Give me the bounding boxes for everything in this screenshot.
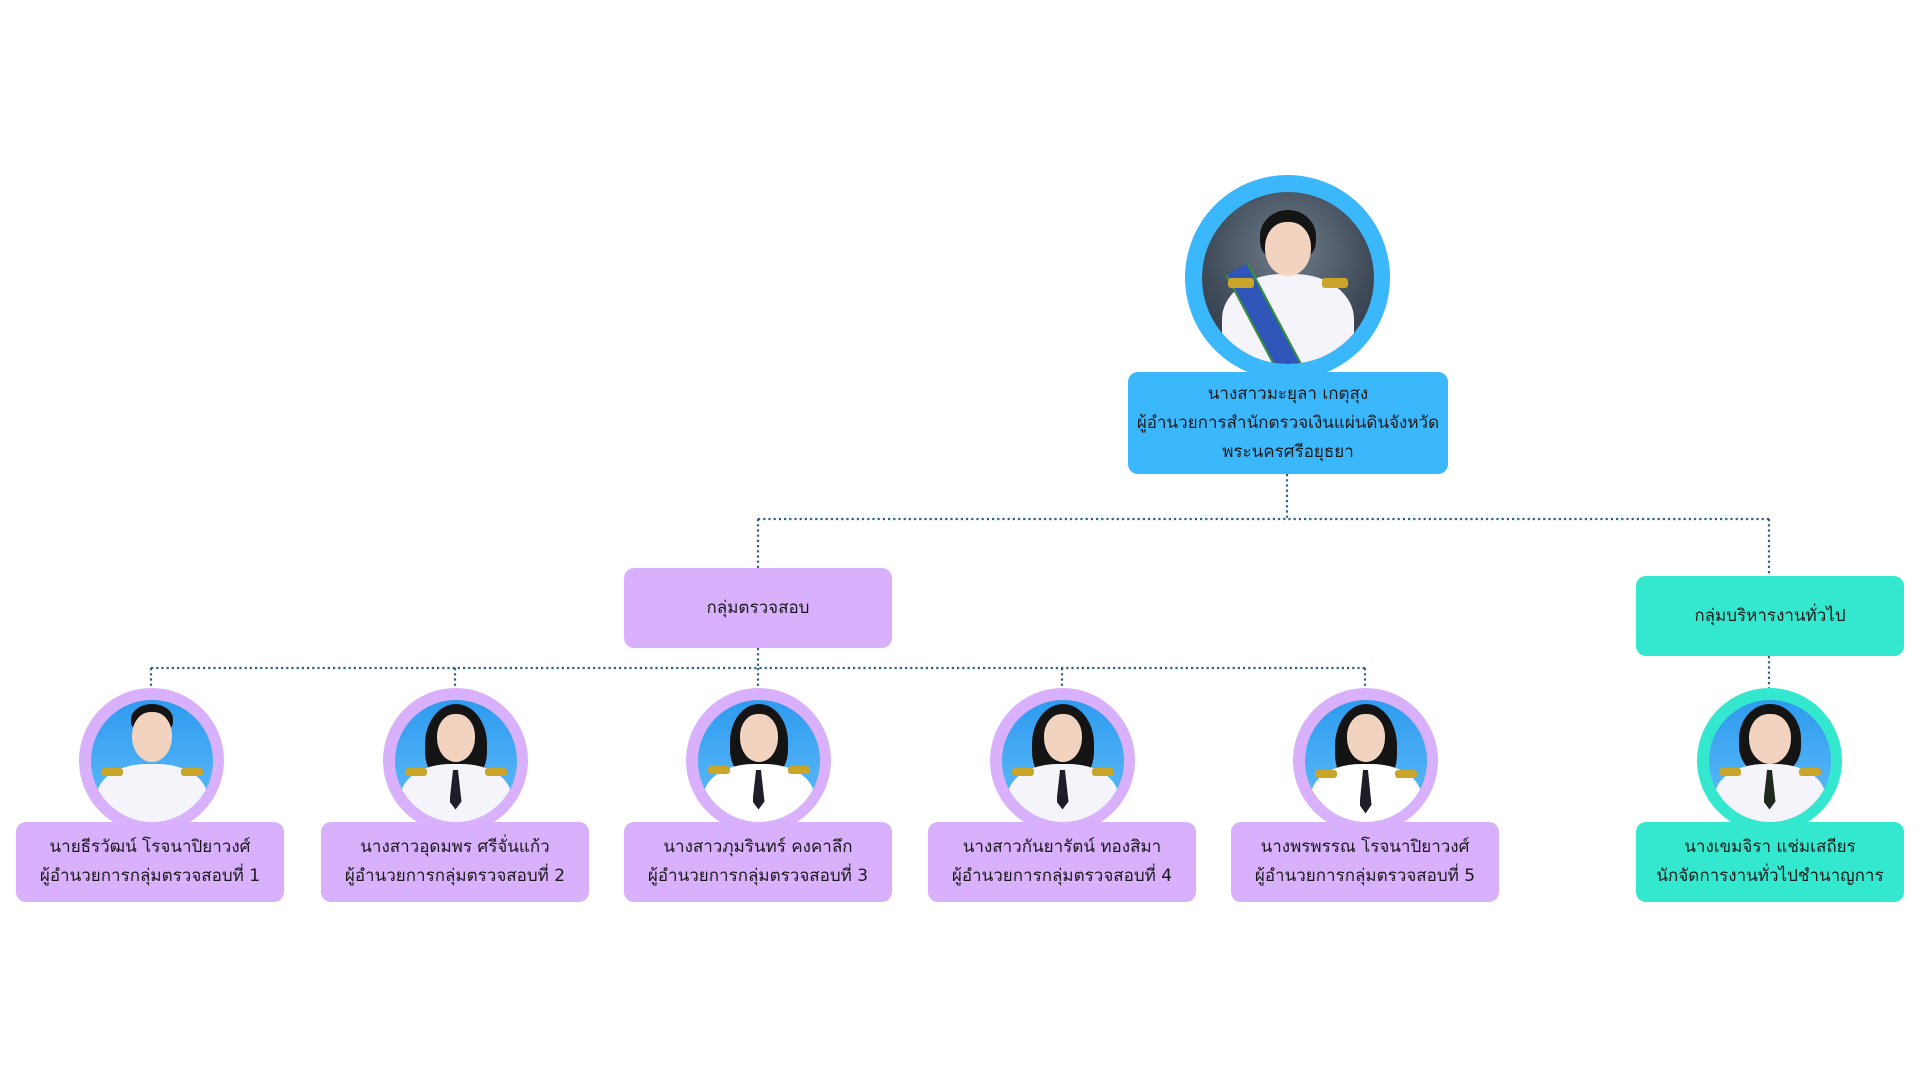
member-1-photo [90, 699, 213, 822]
member-1-name: นายธีรวัฒน์ โรจนาปิยาวงศ์ [49, 837, 251, 857]
admin-member-photo [1708, 699, 1831, 822]
member-2-avatar [383, 688, 528, 833]
member-1-box: นายธีรวัฒน์ โรจนาปิยาวงศ์ ผู้อำนวยการกลุ… [16, 822, 284, 902]
member-4-title: ผู้อำนวยการกลุ่มตรวจสอบที่ 4 [951, 866, 1173, 886]
member-4-name: นางสาวกันยารัตน์ ทองสิมา [962, 837, 1162, 857]
member-2-title: ผู้อำนวยการกลุ่มตรวจสอบที่ 2 [344, 866, 566, 886]
member-4-photo [1001, 699, 1124, 822]
member-4-box: นางสาวกันยารัตน์ ทองสิมา ผู้อำนวยการกลุ่… [928, 822, 1196, 902]
group-label-audit: กลุ่มตรวจสอบ [706, 597, 810, 618]
director-avatar [1185, 175, 1390, 380]
member-1-title: ผู้อำนวยการกลุ่มตรวจสอบที่ 1 [39, 866, 261, 886]
admin-member-name: นางเขมจิรา แช่มเสถียร [1684, 837, 1856, 857]
member-5-name: นางพรพรรณ โรจนาปิยาวงศ์ [1260, 837, 1470, 857]
member-5-avatar [1293, 688, 1438, 833]
member-2-box: นางสาวอุดมพร ศรีจั่นแก้ว ผู้อำนวยการกลุ่… [321, 822, 589, 902]
member-3-title: ผู้อำนวยการกลุ่มตรวจสอบที่ 3 [647, 866, 869, 886]
member-3-avatar [686, 688, 831, 833]
member-2-name: นางสาวอุดมพร ศรีจั่นแก้ว [360, 837, 550, 857]
member-5-box: นางพรพรรณ โรจนาปิยาวงศ์ ผู้อำนวยการกลุ่ม… [1231, 822, 1499, 902]
director-photo [1201, 191, 1374, 364]
admin-member-avatar [1697, 688, 1842, 833]
admin-member-box: นางเขมจิรา แช่มเสถียร นักจัดการงานทั่วไป… [1636, 822, 1904, 902]
group-box-audit: กลุ่มตรวจสอบ [624, 568, 892, 648]
member-4-avatar [990, 688, 1135, 833]
member-5-title: ผู้อำนวยการกลุ่มตรวจสอบที่ 5 [1254, 866, 1476, 886]
director-name: นางสาวมะยุลา เกตุสุง [1207, 383, 1369, 404]
member-5-photo [1304, 699, 1427, 822]
director-title-line1: ผู้อำนวยการสำนักตรวจเงินแผ่นดินจังหวัด [1136, 412, 1440, 433]
group-box-admin: กลุ่มบริหารงานทั่วไป [1636, 576, 1904, 656]
group-label-admin: กลุ่มบริหารงานทั่วไป [1694, 605, 1846, 626]
member-3-box: นางสาวภุมรินทร์ คงคาลึก ผู้อำนวยการกลุ่ม… [624, 822, 892, 902]
member-3-photo [697, 699, 820, 822]
director-title-line2: พระนครศรีอยุธยา [1222, 441, 1354, 462]
director-box: นางสาวมะยุลา เกตุสุง ผู้อำนวยการสำนักตรว… [1128, 372, 1448, 474]
admin-member-title: นักจัดการงานทั่วไปชำนาญการ [1656, 866, 1884, 886]
member-1-avatar [79, 688, 224, 833]
member-3-name: นางสาวภุมรินทร์ คงคาลึก [663, 837, 853, 857]
member-2-photo [394, 699, 517, 822]
